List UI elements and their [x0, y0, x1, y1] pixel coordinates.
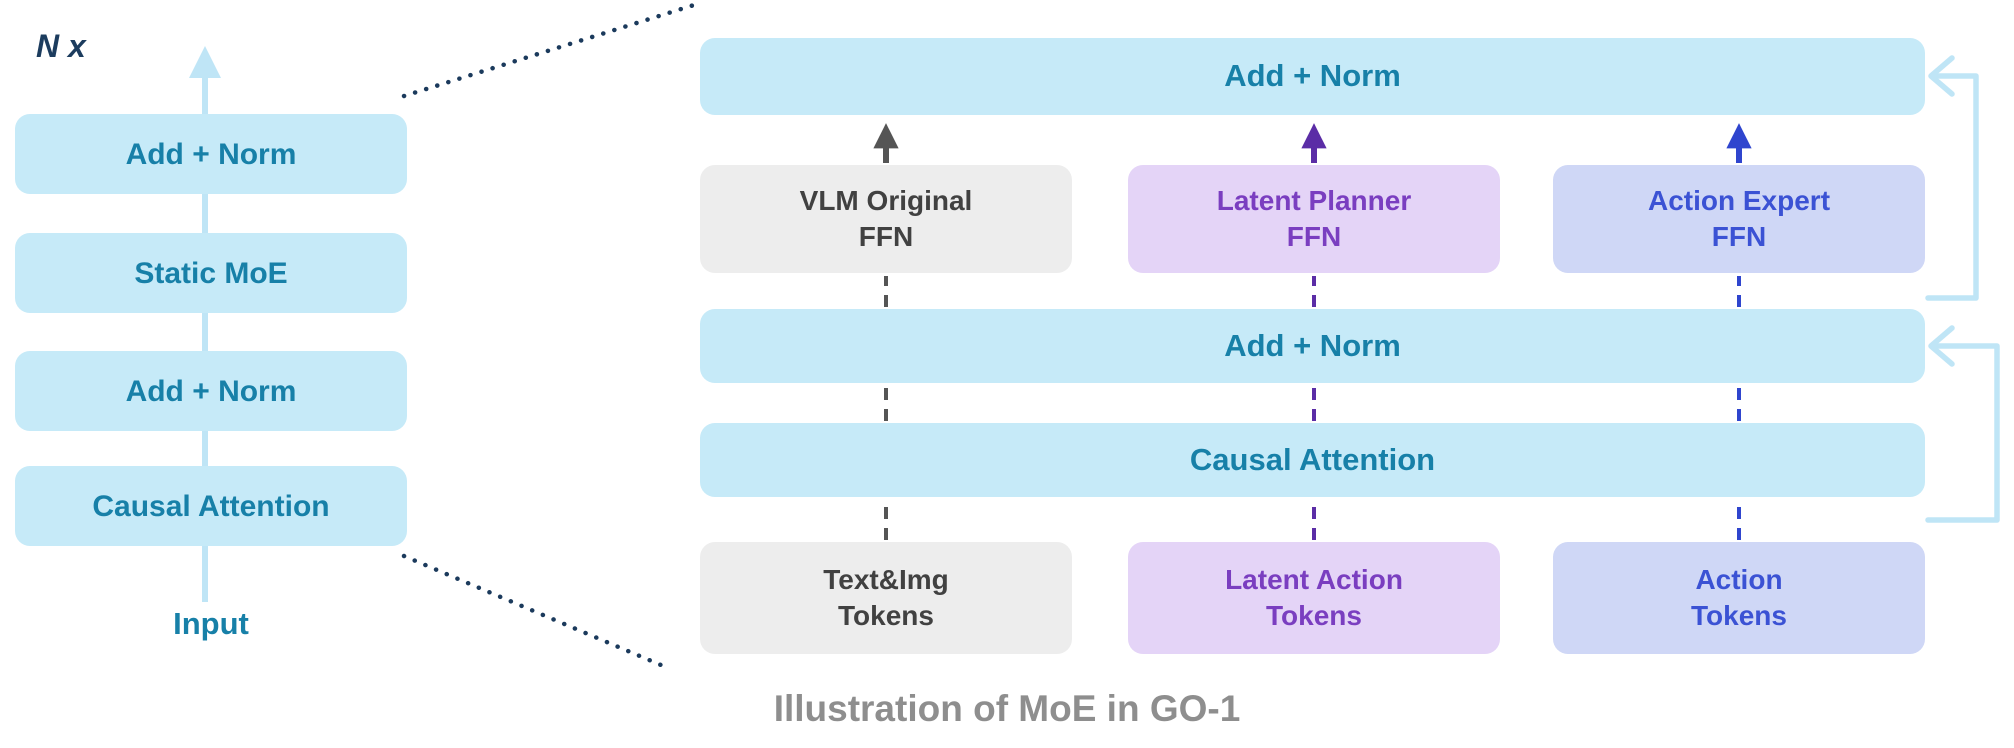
top-add-norm-bar: Add + Norm	[700, 38, 1925, 115]
latent-planner-ffn-label-line1: Latent Planner	[1216, 184, 1412, 216]
left-block-causal-attention: Causal Attention	[15, 466, 407, 546]
action-expert-ffn-label-line1: Action Expert	[1647, 184, 1831, 216]
vlm-original-ffn-label-line2: FFN	[858, 221, 914, 252]
mid-add-norm-bar: Add + Norm	[700, 309, 1925, 383]
latent-planner-ffn-label-line2: FFN	[1286, 221, 1342, 252]
diagram-caption: Illustration of MoE in GO-1	[773, 688, 1241, 729]
residual-skip-top	[1925, 55, 1979, 301]
left-block-add-norm-top: Add + Norm	[15, 114, 407, 194]
action-tokens-label-line1: Action	[1695, 563, 1783, 595]
vlm-original-ffn-box: VLM Original FFN	[700, 165, 1072, 273]
text-img-tokens-label-line2: Tokens	[838, 600, 934, 631]
text-img-tokens-box: Text&Img Tokens	[700, 542, 1072, 654]
latent-action-tokens-label-line1: Latent Action	[1225, 563, 1403, 595]
text-img-tokens-label-line1: Text&Img	[823, 563, 949, 595]
action-tokens-label-line2: Tokens	[1691, 600, 1787, 631]
action-tokens-box: Action Tokens	[1553, 542, 1925, 654]
zoom-dotted-lines	[401, 2, 697, 671]
left-block-add-norm-bottom: Add + Norm	[15, 351, 407, 431]
latent-planner-ffn-box: Latent Planner FFN	[1128, 165, 1500, 273]
repeat-count-label: N x	[36, 28, 86, 64]
causal-attention-bar: Causal Attention	[700, 423, 1925, 497]
action-expert-ffn-label-line2: FFN	[1711, 221, 1767, 252]
left-block-static-moe: Static MoE	[15, 233, 407, 313]
latent-action-tokens-box: Latent Action Tokens	[1128, 542, 1500, 654]
action-expert-ffn-box: Action Expert FFN	[1553, 165, 1925, 273]
residual-skip-bottom	[1925, 325, 2000, 523]
input-label: Input	[173, 606, 249, 641]
latent-action-tokens-label-line2: Tokens	[1266, 600, 1362, 631]
ffn-output-arrows	[873, 123, 1752, 163]
vlm-original-ffn-label-line1: VLM Original	[799, 184, 973, 216]
dashed-connectors	[884, 276, 1741, 540]
